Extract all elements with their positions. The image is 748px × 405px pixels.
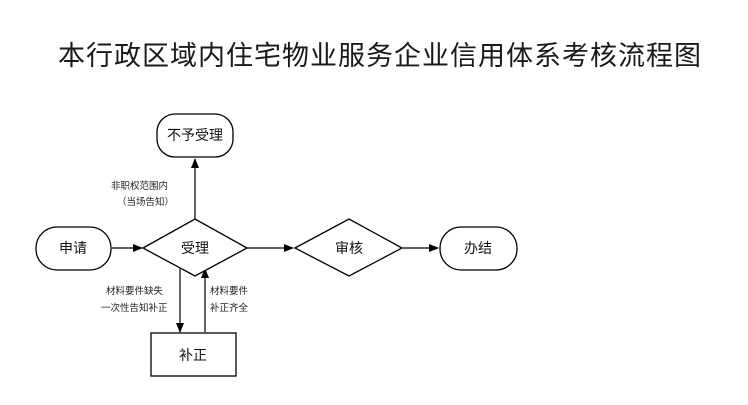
- note-completed-line1: 材料要件: [210, 285, 249, 297]
- note-out-of-scope-line1: 非职权范围内: [111, 180, 168, 192]
- node-apply-label: 申请: [59, 241, 87, 257]
- note-missing-line2: 一次性告知补正: [101, 302, 168, 314]
- node-supplement-label: 补正: [179, 348, 207, 364]
- node-review-label: 审核: [335, 241, 363, 257]
- node-accept-label: 受理: [181, 241, 209, 257]
- node-done-label: 办结: [464, 241, 492, 257]
- node-apply: 申请: [35, 226, 112, 271]
- note-completed-line2: 补正齐全: [210, 302, 249, 314]
- node-refuse-label: 不予受理: [167, 128, 223, 144]
- note-out-of-scope-line2: （当场告知）: [117, 196, 174, 208]
- page-title: 本行政区域内住宅物业服务企业信用体系考核流程图: [58, 41, 702, 72]
- node-review-decision: 审核: [293, 218, 404, 277]
- node-refuse: 不予受理: [156, 113, 234, 158]
- node-accept-decision: 受理: [141, 218, 249, 277]
- note-missing-line1: 材料要件缺失: [106, 285, 164, 297]
- node-done: 办结: [439, 226, 518, 271]
- node-supplement: 补正: [150, 332, 237, 377]
